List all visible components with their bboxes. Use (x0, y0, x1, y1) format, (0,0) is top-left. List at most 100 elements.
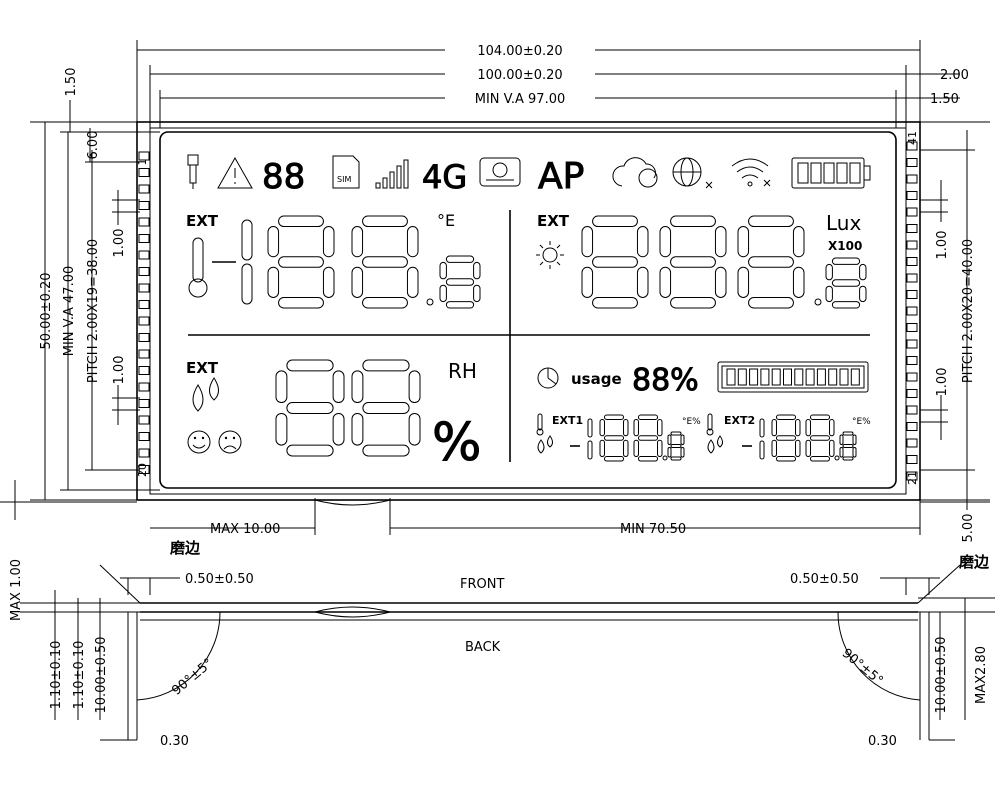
segment (714, 266, 727, 298)
left-pin-unit-label: 1.00 (112, 229, 127, 258)
segment (603, 414, 625, 420)
segment (406, 266, 419, 298)
segment (351, 370, 364, 404)
ext1-thermometer-icon (536, 413, 544, 436)
humidity-digits (275, 359, 421, 457)
digit-8 (351, 359, 421, 457)
segment (362, 256, 408, 268)
pin (138, 316, 150, 326)
segment (633, 439, 639, 458)
segment (267, 266, 280, 298)
water-drops-icon (192, 377, 219, 412)
front-label: FRONT (460, 577, 504, 592)
segment (362, 444, 410, 457)
chamfer-right-label: 0.50±0.50 (790, 572, 859, 587)
lux-multiplier-label: X100 (828, 239, 862, 253)
segment (599, 439, 605, 458)
segment (829, 418, 835, 437)
digit-8 (275, 359, 345, 457)
pin (906, 356, 918, 365)
digit-8 (633, 414, 663, 462)
digit-8-small (839, 431, 857, 461)
segment (603, 435, 625, 441)
max-tail-label: MAX 10.00 (210, 522, 280, 537)
decimal-point (662, 455, 668, 461)
segment (445, 255, 475, 263)
pin (138, 432, 150, 441)
segment (859, 285, 867, 303)
segment (267, 226, 280, 258)
segment (445, 301, 475, 309)
digit-8-small (667, 431, 685, 461)
pin (906, 257, 918, 266)
pin (906, 240, 918, 250)
usage-bar-cell (839, 368, 849, 386)
segment (473, 284, 481, 303)
usage-bar-cell (737, 368, 747, 386)
pin (906, 438, 918, 448)
pin (138, 399, 150, 408)
pin (138, 201, 150, 210)
min-tail-label: MIN 70.50 (620, 522, 686, 537)
pin-length-left-label: 10.00±0.50 (94, 636, 109, 713)
pin (138, 465, 150, 474)
segment (603, 456, 625, 462)
pin (906, 455, 918, 464)
segment (406, 226, 419, 258)
segment (322, 226, 335, 258)
right-dimensions: PITCH 2.00X20=40.00 1.00 1.00 5.00 (920, 121, 990, 542)
pin (906, 471, 918, 481)
glass-thickness-2-label: 1.10±0.10 (72, 641, 87, 710)
digit-8 (659, 215, 727, 309)
segment (748, 296, 794, 309)
segment (775, 414, 797, 420)
usage-percent-value: 88% (632, 363, 699, 398)
segment (859, 263, 867, 281)
pin (906, 405, 918, 415)
segment (670, 296, 716, 309)
segment (439, 261, 447, 280)
sun-icon (536, 241, 564, 269)
segment (759, 440, 765, 460)
segment (636, 226, 649, 258)
segment (636, 266, 649, 298)
segment (839, 447, 844, 458)
segment (670, 256, 716, 268)
digit-8-small (439, 255, 481, 309)
pin (138, 184, 150, 194)
thermometer-icon (188, 237, 208, 298)
warning-icon (217, 156, 253, 189)
pin (906, 273, 918, 283)
digit-8 (581, 215, 649, 309)
segment (805, 418, 811, 437)
ext2-unit-label: °E% (852, 417, 871, 427)
segment (667, 434, 672, 445)
pin-width-left-label: 0.30 (160, 734, 189, 749)
segment (592, 256, 638, 268)
segment (737, 226, 750, 258)
side-view: 磨边 磨边 0.50±0.50 0.50±0.50 FRONT BACK MAX… (9, 539, 995, 749)
top-dimensions: 104.00±0.20 100.00±0.20 MIN V.A 97.00 2.… (136, 40, 969, 128)
pin (138, 151, 150, 161)
segment (275, 370, 288, 404)
usb-icon (187, 154, 199, 189)
chamfer-left-label: 0.50±0.50 (185, 572, 254, 587)
left-pin-unit-2-label: 1.00 (112, 356, 127, 385)
edge-grind-left-label: 磨边 (169, 539, 201, 557)
segment (805, 439, 811, 458)
segment (842, 431, 854, 436)
pin (138, 366, 150, 375)
ext1-digits (587, 414, 685, 462)
segment (286, 444, 334, 457)
segment (657, 418, 663, 437)
decimal-point (834, 455, 840, 461)
pin (138, 333, 150, 342)
segment (829, 439, 835, 458)
segment (581, 226, 594, 258)
segment (659, 226, 672, 258)
overall-height-label: 50.00±0.20 (39, 272, 54, 349)
sim-label: SIM (337, 175, 351, 184)
segment (714, 226, 727, 258)
pin-20-label: 20 (136, 463, 149, 477)
segment (839, 434, 844, 445)
